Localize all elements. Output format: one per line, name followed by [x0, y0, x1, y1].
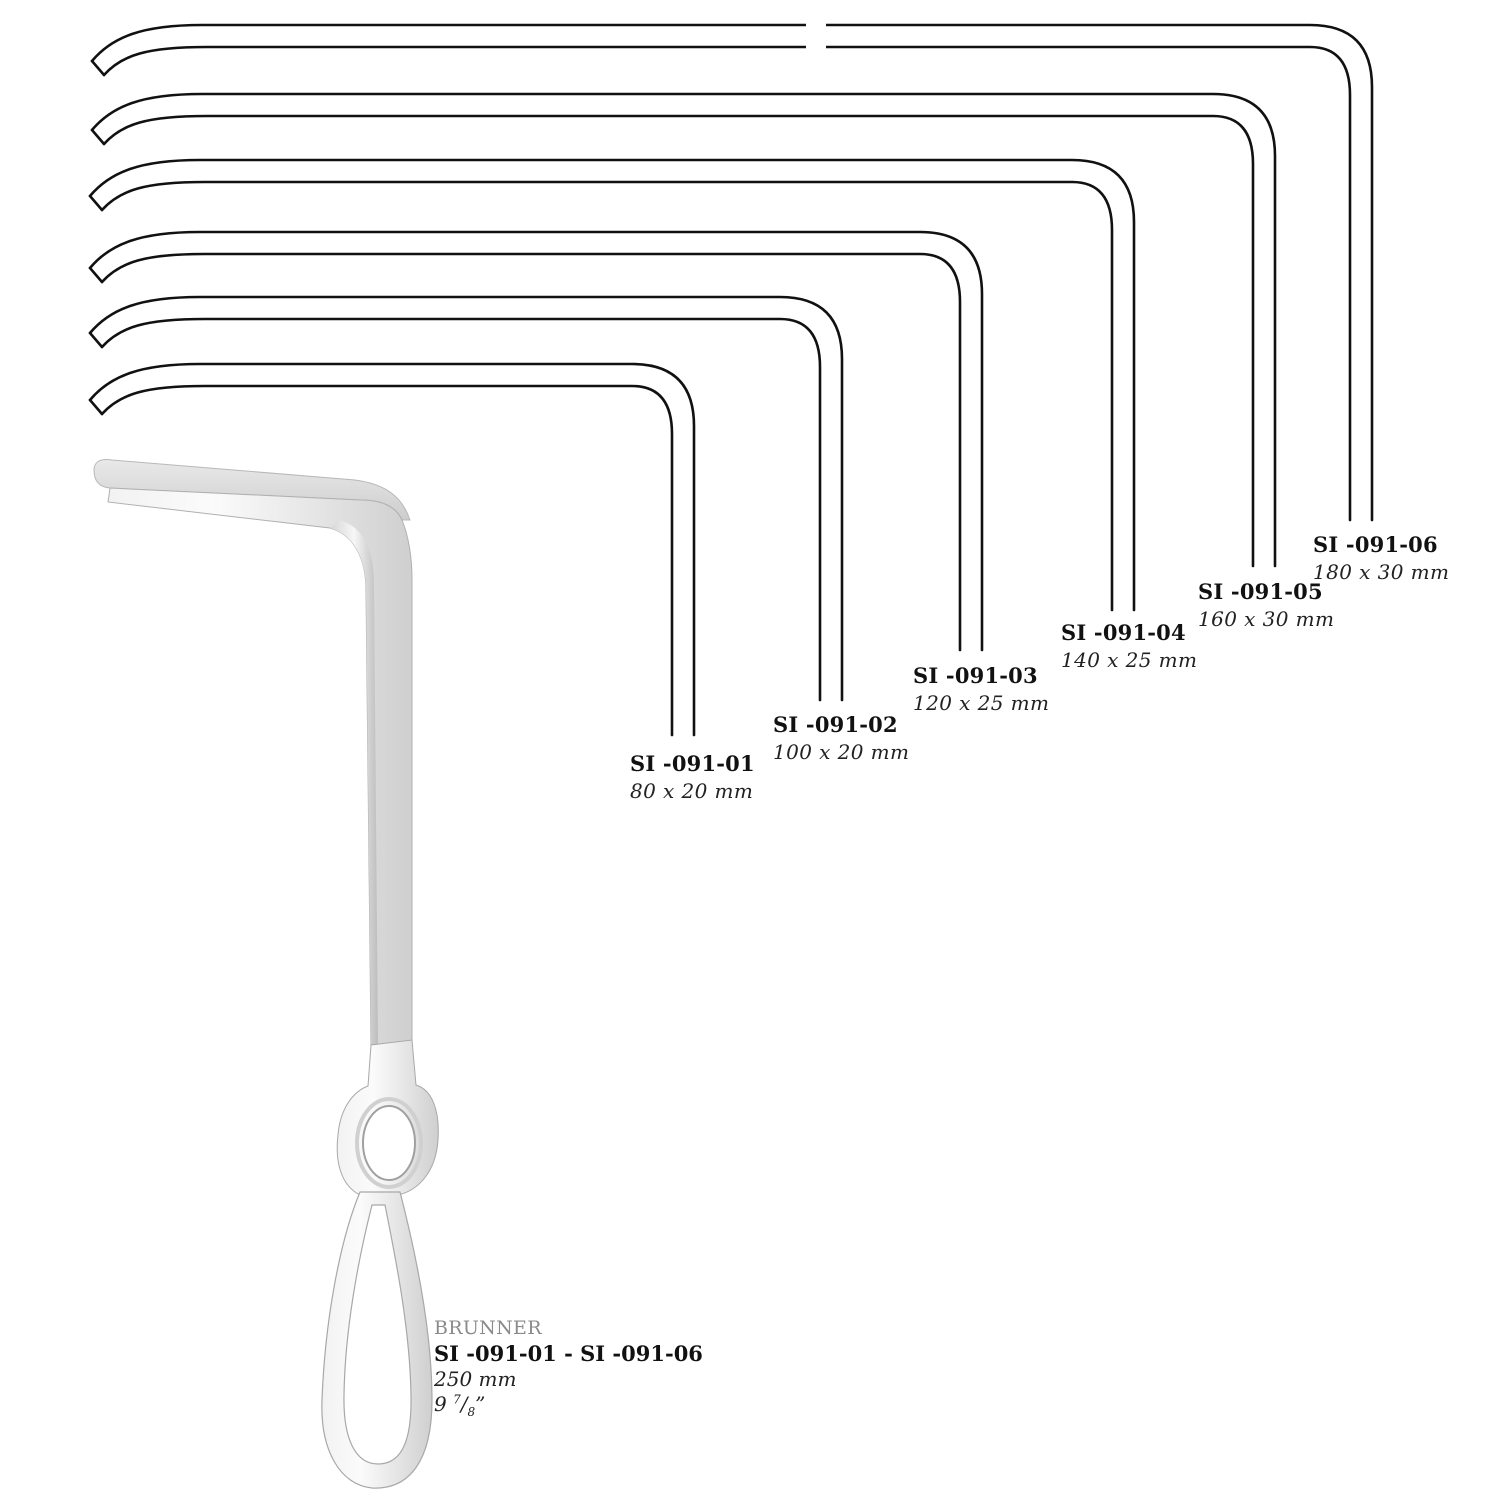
blade-outline-6-break — [806, 18, 826, 54]
product-size: 100 x 20 mm — [773, 740, 910, 765]
blade-outline-2-outer — [88, 295, 844, 702]
blade-outline-6-outer — [90, 23, 1374, 522]
product-label-03: SI -091-03 120 x 25 mm — [913, 663, 1050, 716]
product-size: 80 x 20 mm — [630, 779, 754, 804]
blade-outline-5-outer — [90, 92, 1277, 568]
blade-outline-6-tip — [90, 59, 106, 77]
product-label-02: SI -091-02 100 x 20 mm — [773, 712, 910, 765]
product-size: 140 x 25 mm — [1061, 648, 1198, 673]
blade-outline-1-outer — [88, 362, 696, 737]
article-range: SI -091-01 - SI -091-06 — [434, 1340, 703, 1366]
inches-whole: 9 — [434, 1392, 447, 1416]
product-code: SI -091-01 — [630, 751, 755, 776]
blade-outline-3-outer — [88, 230, 984, 652]
retractor-photo — [93, 459, 439, 1489]
product-label-04: SI -091-04 140 x 25 mm — [1061, 620, 1198, 673]
product-label-05: SI -091-05 160 x 30 mm — [1198, 579, 1335, 632]
blade-outlines — [88, 18, 1374, 737]
blade-outline-6-inner — [102, 45, 1352, 522]
product-label-01: SI -091-01 80 x 20 mm — [630, 751, 755, 804]
product-size: 180 x 30 mm — [1313, 560, 1450, 585]
blade-outline-5-inner — [102, 114, 1255, 568]
product-size: 120 x 25 mm — [913, 691, 1050, 716]
instrument-length-inches: 9 7/8” — [434, 1392, 486, 1419]
blade-outline-3-tip — [88, 266, 104, 284]
inches-denominator: 8 — [467, 1405, 476, 1419]
inches-mark: ” — [475, 1392, 486, 1416]
product-size: 160 x 30 mm — [1198, 607, 1335, 632]
instrument-caption: BRUNNER SI -091-01 - SI -091-06 250 mm 9… — [434, 1317, 703, 1420]
blade-outline-3-inner — [100, 252, 962, 652]
blade-outline-4-tip — [88, 194, 104, 212]
instrument-length: 250 mm — [434, 1367, 517, 1391]
product-code: SI -091-04 — [1061, 620, 1186, 645]
product-label-06: SI -091-06 180 x 30 mm — [1313, 532, 1450, 585]
blade-outline-1-inner — [100, 384, 674, 737]
product-code: SI -091-03 — [913, 663, 1038, 688]
inches-numerator: 7 — [453, 1392, 461, 1407]
blade-outline-2-inner — [100, 317, 822, 702]
blade-outline-5-tip — [90, 128, 106, 146]
product-code: SI -091-05 — [1198, 579, 1323, 604]
blade-outline-1-tip — [88, 398, 104, 416]
blade-outline-4-outer — [88, 158, 1136, 612]
blade-outline-4-inner — [100, 180, 1114, 612]
product-code: SI -091-06 — [1313, 532, 1438, 557]
blade-outline-2-tip — [88, 331, 104, 349]
instrument-name: BRUNNER — [434, 1317, 542, 1339]
product-code: SI -091-02 — [773, 712, 898, 737]
